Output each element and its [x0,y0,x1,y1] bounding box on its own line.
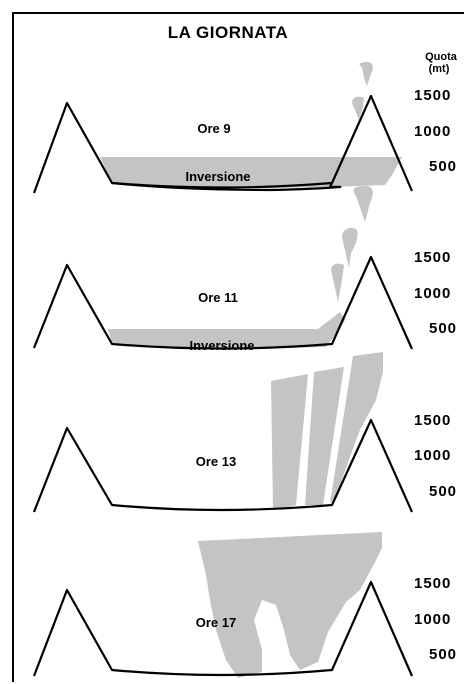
altitude-tick-1000: 1000 [414,611,451,628]
thermal-column [305,367,344,505]
panel-ore-13: Ore 13 1500 1000 500 [32,352,457,513]
panel-ore-9: Ore 9 Inversione 1500 1000 500 [32,62,457,194]
thermal-cloud [342,227,358,268]
thermal-cloud [331,263,344,302]
panel-ore-11: Ore 11 Inversione 1500 1000 500 [32,186,457,353]
axis-label-quota: Quota [425,51,458,63]
figure-frame [12,12,464,682]
axis-label-unit: (mt) [429,63,450,75]
altitude-tick-1500: 1500 [414,575,451,592]
valley-profile [32,255,414,350]
inversion-label: Inversione [189,338,254,353]
valley-profile [32,580,414,677]
altitude-tick-500: 500 [429,158,457,175]
convective-mass [198,532,382,678]
inversion-label: Inversione [185,169,250,184]
inversion-layer [100,157,402,189]
time-label: Ore 9 [197,121,230,136]
time-label: Ore 17 [196,615,236,630]
altitude-tick-1000: 1000 [414,285,451,302]
thermal-cloud [359,62,373,86]
altitude-tick-1500: 1500 [414,412,451,429]
thermal-column [271,374,308,510]
panel-ore-17: Ore 17 1500 1000 500 [32,532,457,678]
altitude-tick-1000: 1000 [414,447,451,464]
altitude-tick-500: 500 [429,646,457,663]
valley-floor [111,181,333,189]
diagram-title: LA GIORNATA [168,23,288,42]
altitude-tick-1500: 1500 [414,249,451,266]
valley-profile [32,418,414,513]
altitude-tick-1500: 1500 [414,87,451,104]
altitude-tick-500: 500 [429,483,457,500]
time-label: Ore 11 [198,290,238,305]
time-label: Ore 13 [196,454,236,469]
thermal-cloud [352,96,364,120]
thermal-column [330,352,383,503]
altitude-tick-1000: 1000 [414,123,451,140]
inversion-layer [108,312,345,350]
thermal-cloud [353,186,373,222]
altitude-tick-500: 500 [429,320,457,337]
